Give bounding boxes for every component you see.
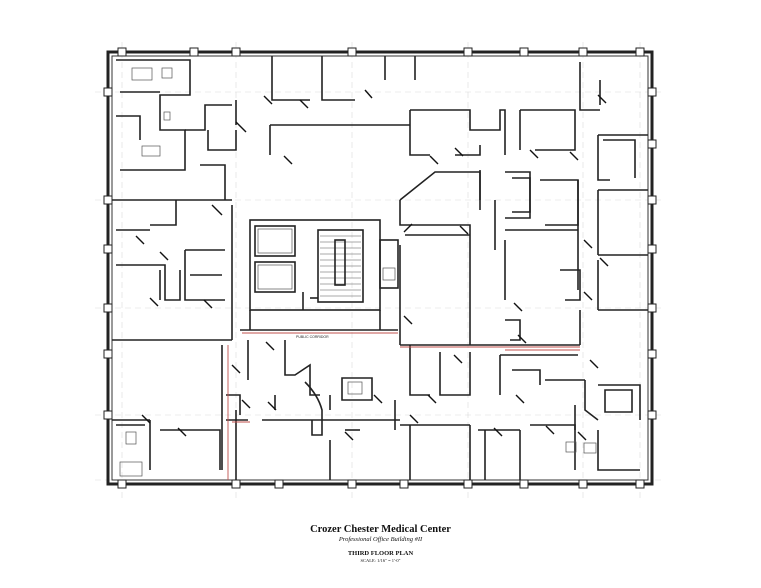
fire-separation-lines bbox=[227, 332, 580, 480]
left-middle-offices bbox=[112, 200, 233, 341]
bottom-right-suite bbox=[400, 354, 641, 480]
top-offices bbox=[235, 56, 648, 181]
right-middle-offices bbox=[494, 171, 648, 345]
sheet-title: THIRD FLOOR PLAN bbox=[347, 550, 414, 557]
bottom-middle bbox=[247, 340, 400, 480]
bottom-left-suite bbox=[112, 345, 248, 480]
central-core bbox=[240, 219, 399, 331]
floor-plan-drawing bbox=[95, 42, 665, 500]
exterior-wall bbox=[106, 50, 654, 486]
corridor-label: PUBLIC CORRIDOR bbox=[296, 335, 329, 339]
building-subtitle: Professional Office Building #II bbox=[338, 536, 423, 543]
doors bbox=[135, 89, 609, 441]
project-title: Crozer Chester Medical Center bbox=[310, 524, 451, 535]
title-block: Crozer Chester Medical Center Profession… bbox=[0, 524, 761, 564]
central-right-room bbox=[399, 170, 580, 396]
scale-note: SCALE: 1/16" = 1'-0" bbox=[360, 558, 401, 563]
floor-plan bbox=[95, 42, 665, 500]
columns bbox=[103, 47, 657, 489]
top-left-suite bbox=[112, 59, 237, 201]
